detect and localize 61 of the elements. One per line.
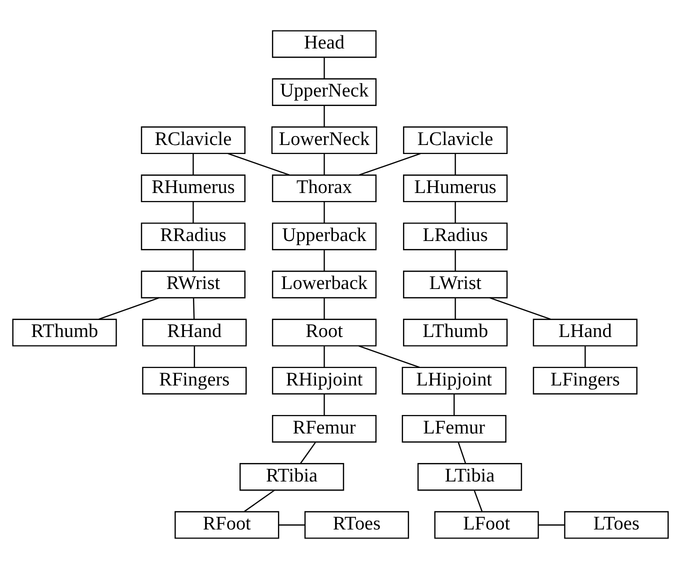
node-box: LToes — [564, 510, 669, 538]
connector — [584, 346, 586, 367]
connector — [324, 202, 325, 223]
node-box: Head — [272, 30, 377, 58]
connector — [454, 250, 456, 271]
connector — [359, 152, 421, 175]
node-box: RClavicle — [140, 126, 246, 154]
node-box: LClavicle — [403, 126, 508, 154]
node-box: Lowerback — [272, 270, 377, 298]
node-box: RFingers — [142, 366, 247, 394]
connector — [278, 524, 305, 526]
connector — [324, 394, 325, 415]
connector — [324, 250, 325, 271]
connector — [454, 298, 456, 319]
node-box: RFoot — [174, 510, 280, 538]
connector — [324, 346, 325, 367]
node-box: RHand — [142, 318, 247, 346]
connector — [324, 57, 325, 78]
node-box: UpperNeck — [272, 78, 377, 106]
node-box: RHumerus — [140, 174, 246, 202]
connector — [192, 250, 194, 271]
connector — [192, 153, 194, 174]
node-box: Thorax — [272, 174, 377, 202]
connector — [324, 105, 325, 126]
connector — [194, 346, 196, 367]
connector — [474, 490, 483, 512]
node-box: LHumerus — [403, 174, 508, 202]
node-box: LHand — [532, 318, 638, 346]
connector — [192, 298, 195, 319]
connector — [192, 202, 194, 223]
connector — [490, 296, 551, 320]
node-box: LWrist — [403, 270, 508, 298]
node-box: LowerNeck — [271, 126, 378, 154]
connector — [454, 202, 456, 223]
connector — [244, 489, 275, 512]
connector — [300, 442, 316, 464]
connector — [228, 152, 290, 175]
node-box: RToes — [304, 510, 410, 538]
node-box: RHipjoint — [272, 366, 377, 394]
node-box: RTibia — [240, 462, 344, 490]
node-box: LThumb — [403, 318, 508, 346]
connector — [358, 344, 420, 368]
connector — [324, 153, 325, 174]
connector — [458, 442, 466, 464]
node-box: LFingers — [532, 366, 638, 394]
connector — [98, 296, 160, 320]
node-box: Upperback — [272, 222, 377, 250]
node-box: LFoot — [434, 510, 539, 538]
connector — [454, 394, 455, 415]
node-box: RThumb — [12, 318, 117, 346]
node-box: RWrist — [140, 270, 246, 298]
connector — [454, 153, 456, 174]
connector — [538, 524, 565, 526]
node-box: Root — [272, 318, 377, 346]
node-box: LRadius — [403, 222, 508, 250]
node-box: RRadius — [140, 222, 246, 250]
node-box: RFemur — [272, 414, 377, 442]
node-box: LTibia — [417, 462, 522, 490]
node-box: LHipjoint — [402, 366, 506, 394]
node-box: LFemur — [402, 414, 506, 442]
connector — [324, 298, 325, 319]
